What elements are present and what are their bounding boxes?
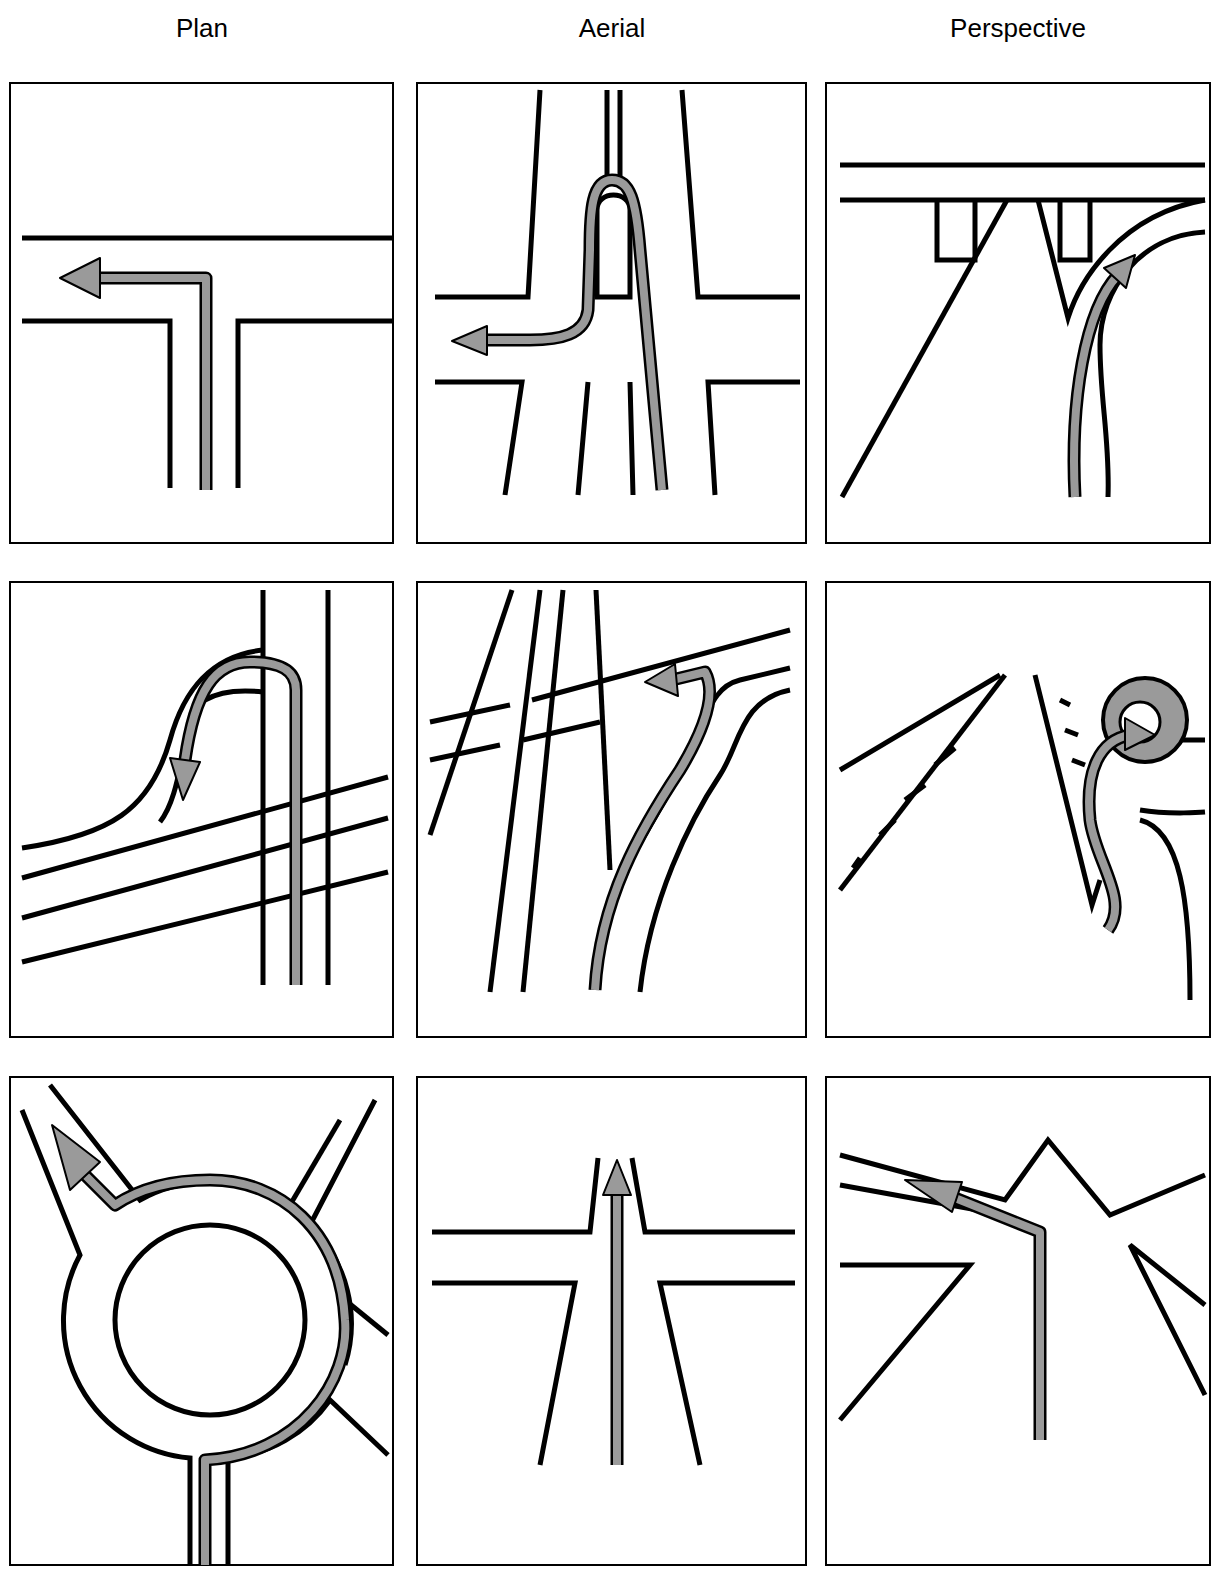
roundabout-plan <box>22 1085 388 1565</box>
loop-perspective <box>840 675 1205 1000</box>
column-heading: Perspective <box>950 13 1086 44</box>
ramp-aerial <box>430 590 790 992</box>
t-junction-plan <box>22 238 393 490</box>
column-heading: Aerial <box>579 13 645 44</box>
panel-frames <box>10 83 1210 1565</box>
median-turn-aerial <box>435 90 800 495</box>
junction-perspective <box>840 1140 1205 1440</box>
straight-aerial <box>432 1158 795 1465</box>
slip-road-perspective <box>840 165 1205 497</box>
column-heading: Plan <box>176 13 228 44</box>
loop-ramp-plan <box>22 590 388 985</box>
